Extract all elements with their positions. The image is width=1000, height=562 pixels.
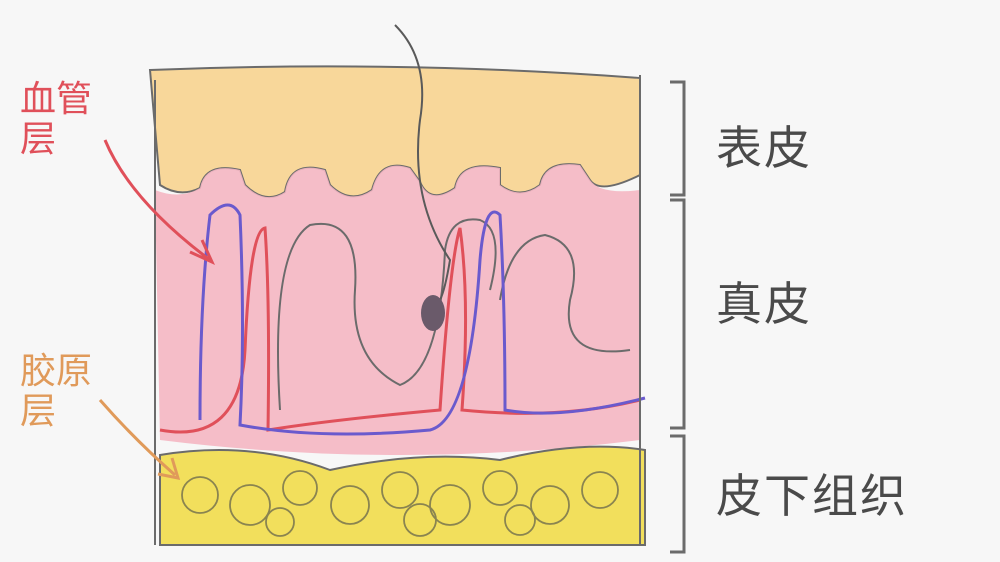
collagen-arrow bbox=[98, 399, 181, 480]
vessel-layer-label: 血管层 bbox=[20, 79, 93, 160]
dermal-papilla bbox=[499, 233, 631, 353]
dermis-label: 真皮 bbox=[716, 277, 812, 331]
dermal-papilla bbox=[277, 218, 497, 411]
epidermis-label: 表皮 bbox=[716, 121, 812, 175]
subcutis-layer bbox=[159, 445, 646, 546]
hair-bulb bbox=[421, 295, 445, 331]
diagram-outline bbox=[154, 75, 641, 545]
fat-cells bbox=[181, 470, 619, 537]
subcutis-label: 皮下组织 bbox=[716, 469, 908, 523]
blood-vessel-red bbox=[159, 226, 641, 434]
blood-vessel-blue bbox=[198, 203, 646, 436]
epidermis-bracket bbox=[670, 80, 686, 197]
hair-shaft bbox=[394, 24, 452, 301]
dermis-bracket bbox=[670, 198, 686, 430]
dermis-layer bbox=[155, 164, 640, 455]
collagen-layer-label: 胶原层 bbox=[20, 351, 93, 432]
vessel-arrow bbox=[103, 139, 216, 266]
subcutis-bracket bbox=[670, 434, 686, 554]
